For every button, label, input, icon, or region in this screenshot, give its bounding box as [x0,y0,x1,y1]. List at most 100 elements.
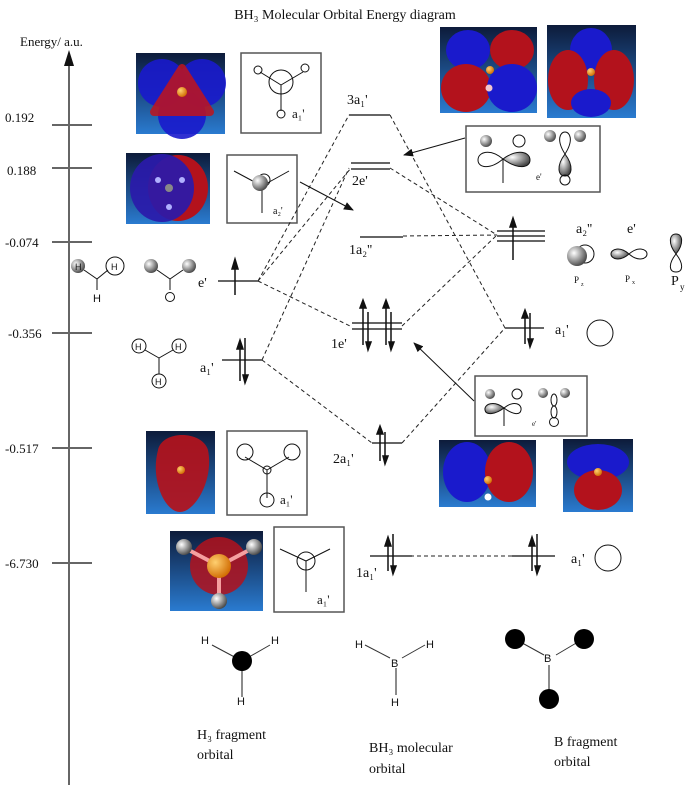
h3-a1-orbital: H H H [131,338,187,389]
svg-text:P: P [574,275,579,285]
level-label: a₁' [200,361,214,376]
level-label: e' [627,222,636,237]
pointer-arrow [299,181,354,211]
level-label: 2a₁' [333,452,354,467]
b-level-a1-valence: a₁' [505,307,614,350]
electron-up-icon [230,256,240,295]
level-label: 1a₁' [356,566,377,581]
tick-label: 0.188 [7,163,36,178]
svg-text:H: H [75,262,82,272]
level-2a1: 2a₁' [333,423,402,467]
svg-text:H: H [391,697,399,709]
svg-text:H: H [155,377,162,387]
orbital-render-1e-a [439,440,536,507]
correlation-lines [257,114,512,557]
level-1a1: 1a₁' [356,534,412,581]
level-label: 1a₂'' [349,243,372,258]
electron-pair-icon [520,307,535,350]
orbital-render-2e-a [440,27,537,113]
axis-arrow-icon [64,50,74,66]
footer-b-line2: orbital [554,755,591,770]
svg-text:B: B [544,653,551,665]
svg-text:H: H [111,262,118,272]
svg-text:H: H [175,342,182,352]
level-label: 3a₁' [347,93,368,108]
axis-tick: -0.517 [5,441,92,456]
box-label: e' [536,172,542,182]
orbital-render-2a1 [146,431,215,514]
box-label: a₂' [273,206,283,217]
schematic-box-1a1: a₁' [273,526,345,613]
tick-label: 0.192 [5,110,34,125]
electron-pair-icon [527,534,542,577]
svg-text:P: P [671,274,679,289]
tick-label: -0.517 [5,441,39,456]
level-3a1: 3a₁' [347,93,390,116]
axis-tick: 0.192 [5,110,92,126]
axis-tick: 0.188 [7,163,92,178]
b-fragment-structure: B [505,629,594,709]
b-level-a1-core: a₁' [512,534,622,577]
orbital-render-3a1 [136,53,226,139]
electron-pair-icon [375,423,390,467]
h3-e-orbital-a: H H H [71,256,125,305]
orbital-render-1a2pp [126,153,210,224]
s-orbital-icon [594,544,622,572]
footer-bh3-line1: BH₃ molecular [369,741,453,756]
bh3-structure: H B H H [355,639,434,709]
schematic-box-3a1: a₁' [240,52,322,134]
schematic-box-2a1: a₁' [226,430,308,516]
electron-pair-icon [383,534,398,577]
orbital-render-1a1 [170,531,263,611]
footer-h3-line1: H₃ fragment [197,728,266,743]
s-orbital-icon [586,319,614,347]
footer-h3-line2: orbital [197,748,234,763]
h3-level-e: e' [198,256,258,295]
axis-tick: -0.074 [5,235,92,250]
energy-axis: Energy/ a.u. 0.192 0.188 -0.074 -0.356 -… [5,34,92,785]
box-label: a₁' [292,106,305,121]
tick-label: -0.074 [5,235,39,250]
level-1a2pp: 1a₂'' [349,236,403,258]
level-label: a₂'' [576,222,592,237]
h3-level-a1: a₁' [200,337,262,386]
schematic-box-e-top: e' [465,125,601,193]
axis-tick: -6.730 [5,556,92,571]
level-label: a₁' [555,323,569,338]
orbital-render-1e-b [563,439,633,512]
svg-text:z: z [581,282,584,288]
level-label: 1e' [331,337,347,352]
svg-text:y: y [680,282,685,292]
footer-bh3-line2: orbital [369,762,406,777]
orbital-render-2e-b [547,25,636,118]
level-2e: 2e' [351,162,390,189]
h3-fragment-structure: H H H [201,635,279,708]
svg-text:H: H [355,639,363,651]
level-1e: 1e' [331,297,402,353]
b-p-orbitals: P z P x P y [567,233,685,292]
electron-pair-icon [381,297,396,353]
h3-e-orbital-b [144,259,196,302]
svg-text:B: B [391,658,398,670]
svg-text:H: H [237,696,245,708]
level-label: 2e' [352,174,368,189]
svg-text:x: x [632,280,635,286]
svg-text:H: H [426,639,434,651]
pointer-arrow [413,342,475,402]
axis-label: Energy/ a.u. [20,34,83,49]
schematic-box-a2: a₂' [226,154,298,224]
tick-label: -0.356 [8,326,42,341]
diagram-title: BH₃ Molecular Orbital Energy diagram [234,8,456,23]
electron-pair-icon [235,337,250,386]
axis-tick: -0.356 [8,326,92,341]
level-label: e' [198,276,207,291]
svg-text:P: P [625,274,630,284]
schematic-box-e-bottom: e' [474,375,588,437]
pointer-arrow [403,137,466,157]
svg-text:H: H [201,635,209,647]
svg-text:H: H [135,342,142,352]
box-label: a₁' [280,492,293,507]
box-label: a₁' [317,592,330,607]
b-level-p: a₂'' e' [497,215,636,260]
